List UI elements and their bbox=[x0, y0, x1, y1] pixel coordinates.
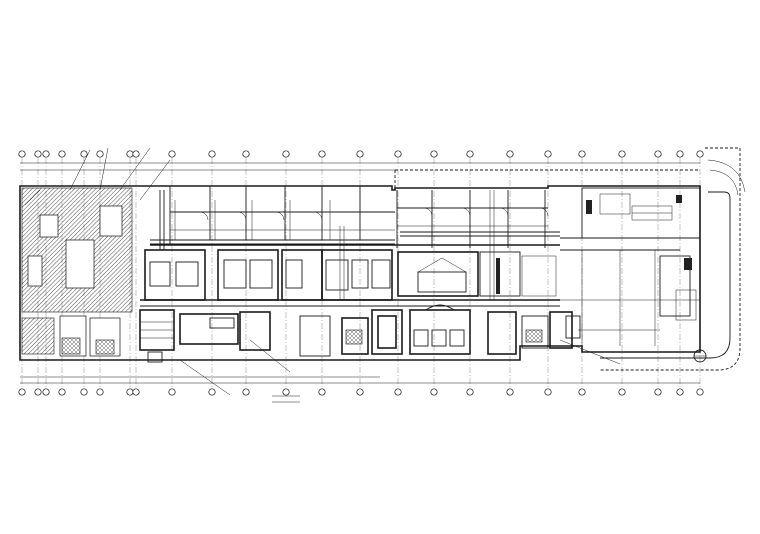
bottom-ticks bbox=[272, 395, 300, 403]
grid-axis-bubble bbox=[506, 388, 514, 396]
right-hall bbox=[560, 187, 701, 346]
grid-axis-bubble bbox=[318, 388, 326, 396]
grid-axis-bubble bbox=[58, 388, 66, 396]
grid-axis-bubble bbox=[34, 388, 42, 396]
grid-axis-bubble bbox=[80, 388, 88, 396]
building-outline bbox=[19, 169, 701, 361]
grid-axis-bubble bbox=[18, 150, 26, 158]
grid-axis-bubbles bbox=[18, 150, 704, 396]
grid-axis-bubble bbox=[578, 150, 586, 158]
grid-axis-bubble bbox=[282, 388, 290, 396]
grid-axis-bubble bbox=[126, 388, 134, 396]
duct-runs bbox=[150, 190, 560, 300]
leader-lines bbox=[24, 147, 621, 396]
dimension-lines bbox=[20, 162, 700, 384]
grid-axis-bubble bbox=[58, 150, 66, 158]
grid-axis-bubble bbox=[676, 150, 684, 158]
grid-axis-bubble bbox=[168, 388, 176, 396]
grid-axis-bubble bbox=[208, 150, 216, 158]
grid-axis-bubble bbox=[654, 150, 662, 158]
grid-axis-bubble bbox=[168, 150, 176, 158]
curved-ramp bbox=[600, 147, 746, 371]
grid-axis-bubble bbox=[96, 150, 104, 158]
grid-axis-bubble bbox=[18, 388, 26, 396]
grid-axis-bubble bbox=[132, 388, 140, 396]
grid-axis-bubble bbox=[544, 388, 552, 396]
grid-axis-bubble bbox=[80, 150, 88, 158]
grid-axis-bubble bbox=[126, 150, 134, 158]
lower-core bbox=[139, 304, 581, 363]
grid-axis-bubble bbox=[356, 150, 364, 158]
grid-axis-bubble bbox=[282, 150, 290, 158]
grid-axis-bubble bbox=[356, 388, 364, 396]
grid-axis-bubble bbox=[466, 150, 474, 158]
grid-axis-bubble bbox=[430, 388, 438, 396]
grid-axis-bubble bbox=[654, 388, 662, 396]
grid-axis-bubble bbox=[544, 150, 552, 158]
grid-axis-bubble bbox=[394, 388, 402, 396]
grid-axis-bubble bbox=[676, 388, 684, 396]
grid-axis-bubble bbox=[318, 150, 326, 158]
grid-axis-bubble bbox=[618, 150, 626, 158]
grid-axis-bubble bbox=[578, 388, 586, 396]
grid-axis-bubble bbox=[34, 150, 42, 158]
top-row-rooms bbox=[150, 186, 560, 248]
door-swings bbox=[199, 207, 549, 221]
grid-axis-bubble bbox=[618, 388, 626, 396]
left-hatched-core bbox=[21, 187, 133, 357]
grid-axis-bubble bbox=[394, 150, 402, 158]
grid-axis-bubble bbox=[42, 388, 50, 396]
grid-axis-bubble bbox=[696, 388, 704, 396]
grid-axis-bubble bbox=[506, 150, 514, 158]
grid-axis-bubble bbox=[42, 150, 50, 158]
grid-axis-bubble bbox=[242, 388, 250, 396]
grid-axis-bubble bbox=[466, 388, 474, 396]
grid-axis-bubble bbox=[208, 388, 216, 396]
grid-axis-bubble bbox=[696, 150, 704, 158]
grid-axis-bubble bbox=[132, 150, 140, 158]
grid-axis-bubble bbox=[430, 150, 438, 158]
mechanical-band bbox=[140, 249, 560, 307]
grid-axis-bubble bbox=[242, 150, 250, 158]
grid-axis-bubble bbox=[96, 388, 104, 396]
